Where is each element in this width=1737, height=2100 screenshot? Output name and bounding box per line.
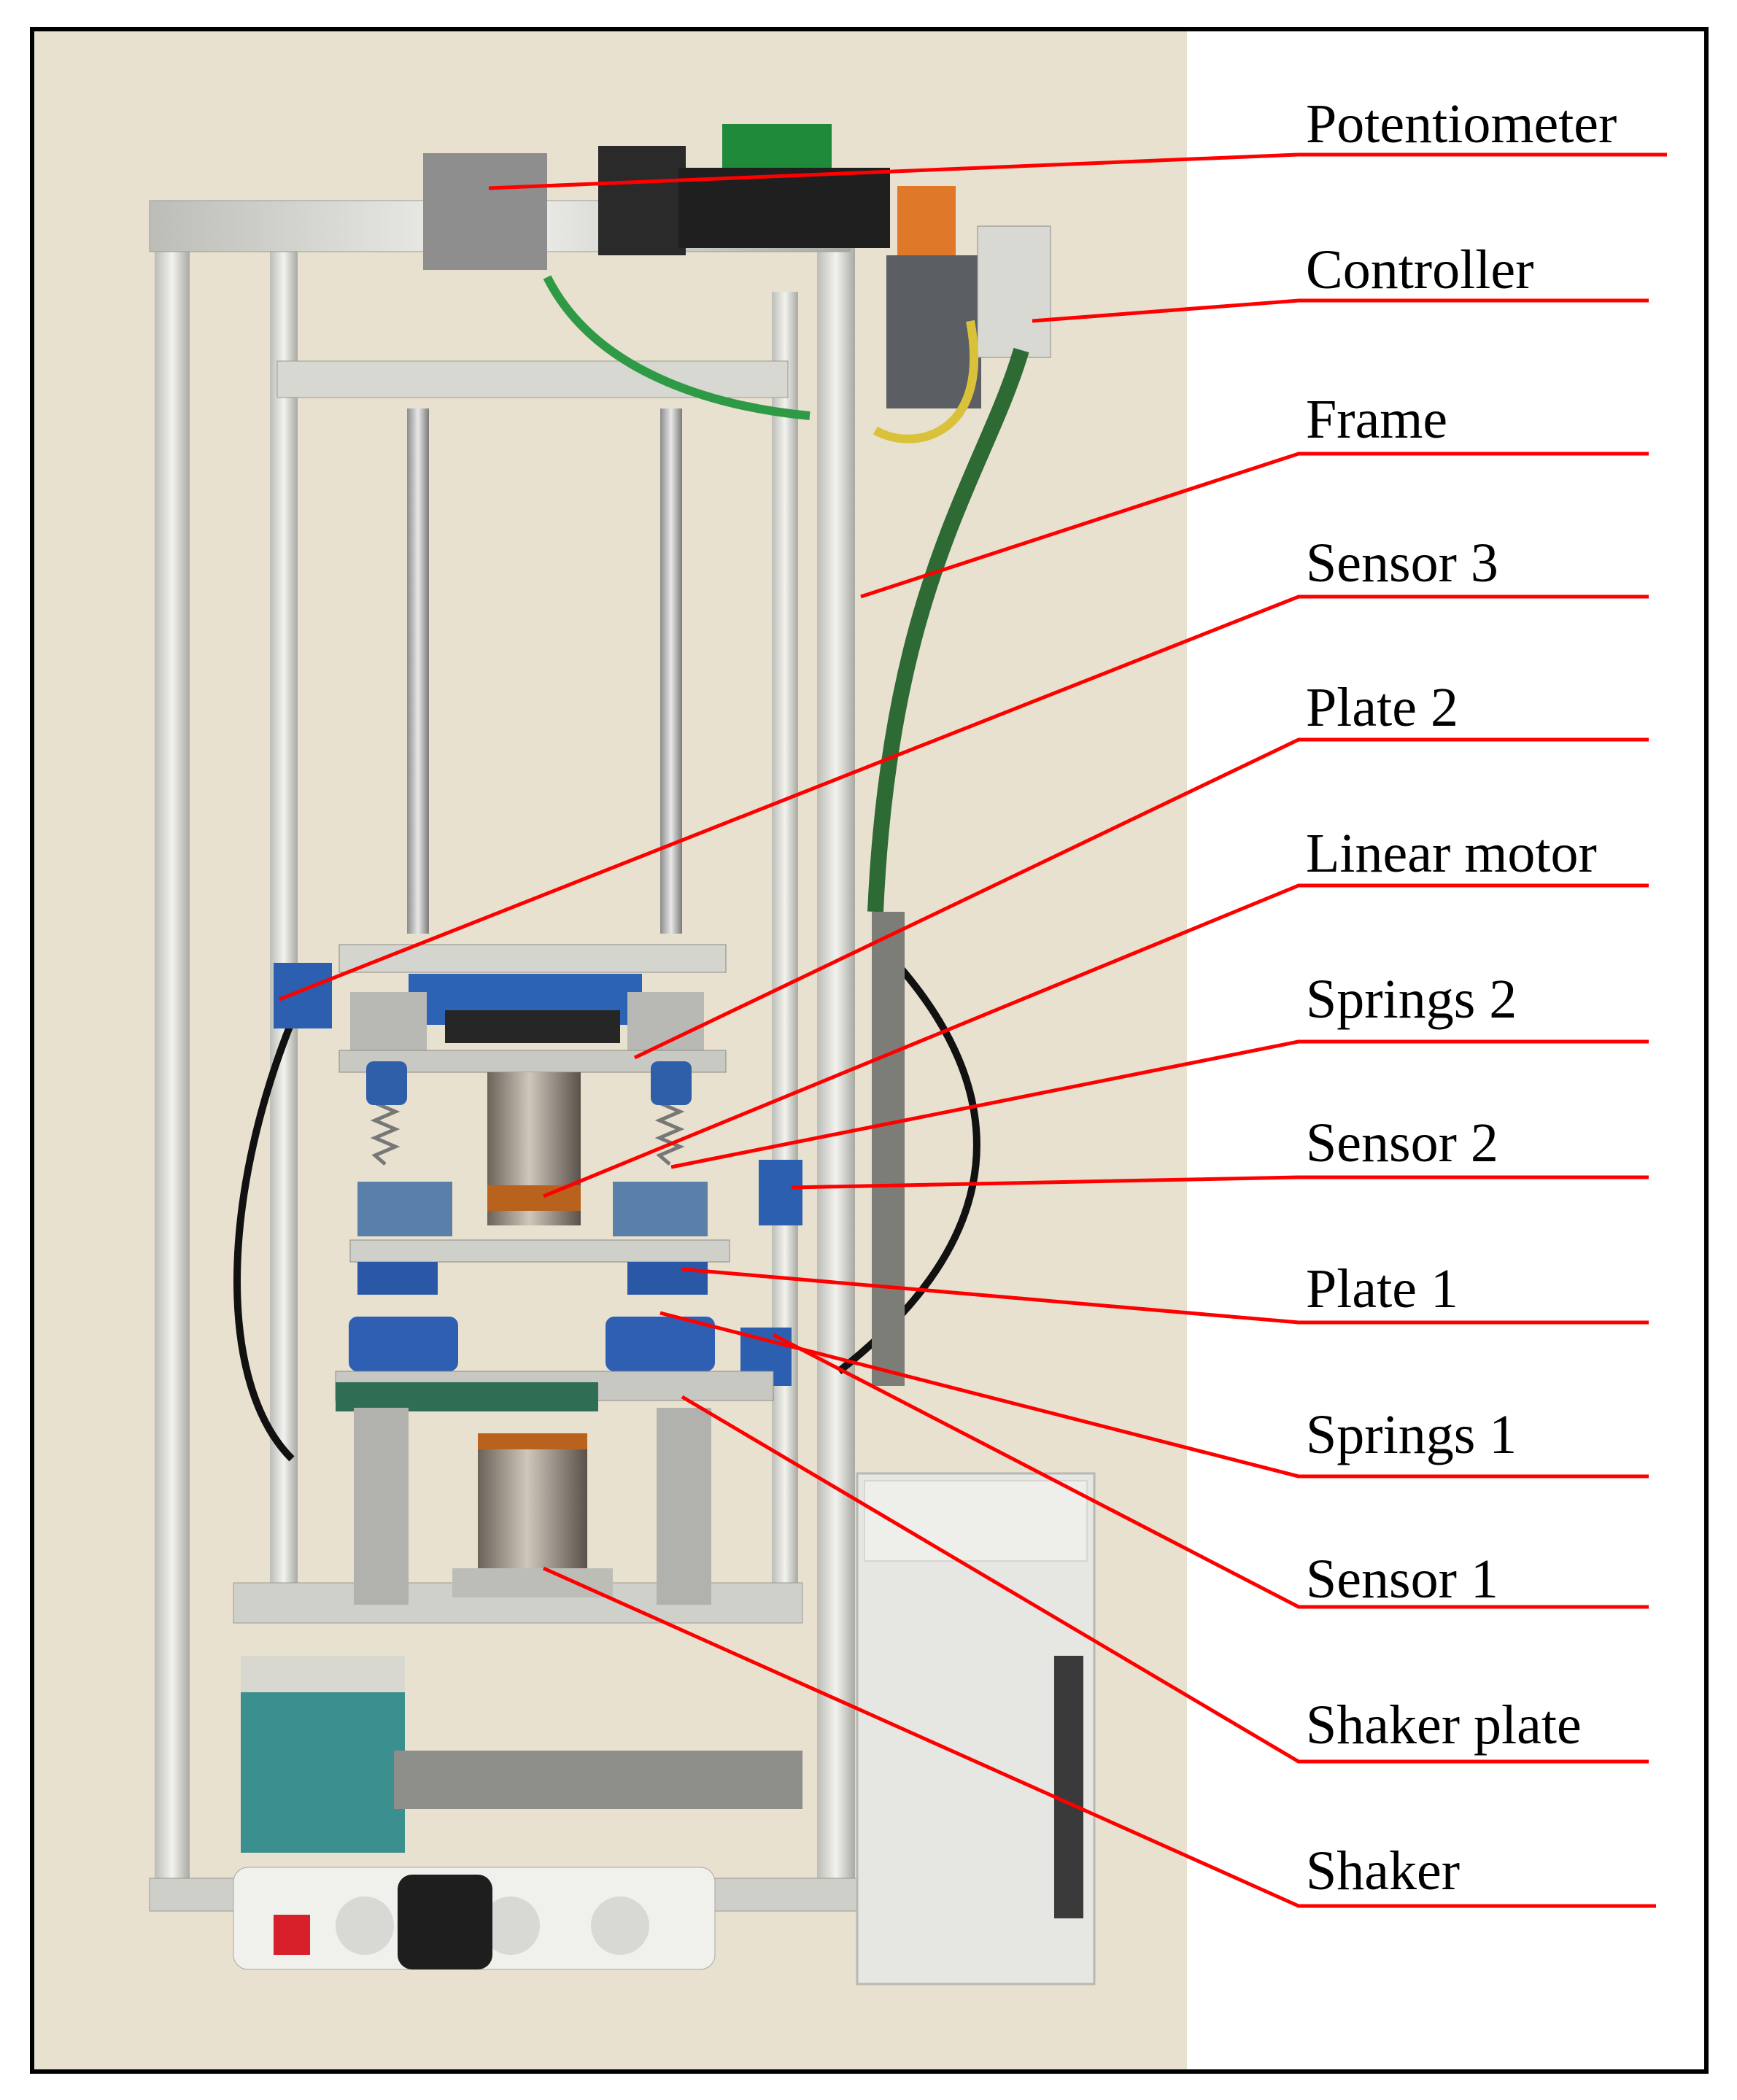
test-rig-photo	[34, 31, 1187, 2069]
socket-3	[591, 1896, 649, 1955]
leader-sensor-3	[279, 594, 1649, 1001]
label-frame: Frame	[1306, 389, 1447, 450]
leader-plate-2	[633, 737, 1649, 1060]
enclosure-window	[1054, 1656, 1083, 1918]
orange-terminals	[897, 186, 956, 266]
green-tape	[336, 1382, 598, 1411]
label-springs-1: Springs 1	[1306, 1404, 1517, 1465]
controller-module	[977, 225, 1051, 358]
leader-shaker-plate	[681, 1395, 1649, 1764]
leader-shaker	[542, 1566, 1656, 1908]
linear-motor-coil	[487, 1185, 581, 1211]
springs-1-mount-right	[606, 1317, 715, 1371]
label-plate-2: Plate 2	[1306, 677, 1458, 738]
springs-2-left	[370, 1093, 401, 1166]
green-cable	[543, 275, 811, 420]
yellow-cable	[873, 319, 979, 443]
potentiometer-body	[423, 153, 547, 270]
label-sensor-1: Sensor 1	[1306, 1549, 1498, 1610]
label-linear-motor: Linear motor	[1306, 823, 1597, 884]
terminal-rail	[394, 1751, 802, 1809]
shaker-cylinder	[478, 1441, 587, 1583]
controller-box	[886, 255, 981, 408]
leader-lines	[279, 152, 1667, 1908]
spring-cap-left	[366, 1061, 407, 1105]
label-plate-1: Plate 1	[1306, 1258, 1458, 1320]
label-shaker-plate: Shaker plate	[1306, 1694, 1582, 1756]
shaker-side-block-left	[354, 1408, 409, 1605]
plate-1-clamp-left	[357, 1182, 452, 1236]
shaker-coil	[478, 1433, 587, 1449]
wiring-bundle	[867, 347, 1029, 913]
leader-controller	[1032, 298, 1649, 323]
leader-potentiometer	[488, 152, 1667, 190]
plate-2-block-left	[350, 992, 427, 1054]
frame-right-inner-rail	[772, 292, 798, 1590]
leader-sensor-2	[791, 1175, 1649, 1190]
lead-screw-housing	[678, 168, 890, 248]
black-damper	[445, 1010, 620, 1043]
frame-left-rail	[155, 208, 190, 1907]
power-supply-top	[241, 1656, 405, 1692]
black-cable-left	[233, 1020, 295, 1462]
guide-rod-left	[407, 408, 429, 934]
shaker-base	[452, 1568, 613, 1597]
label-springs-2: Springs 2	[1306, 969, 1517, 1030]
leader-linear-motor	[543, 883, 1649, 1198]
enclosure-lid	[864, 1480, 1088, 1562]
guide-rod-right	[660, 408, 682, 934]
cable-duct	[872, 912, 905, 1386]
label-sensor-2: Sensor 2	[1306, 1112, 1498, 1174]
plate-1-blue-base-left	[357, 1262, 438, 1295]
label-sensor-3: Sensor 3	[1306, 532, 1498, 594]
plate-1	[349, 1239, 730, 1263]
springs-2-right	[654, 1093, 685, 1166]
frame-left-inner-rail	[270, 241, 298, 1583]
wall-adapter	[398, 1875, 492, 1969]
label-potentiometer: Potentiometer	[1306, 93, 1617, 155]
leader-frame	[860, 452, 1649, 599]
label-shaker: Shaker	[1306, 1840, 1460, 1902]
green-terminal-block	[722, 124, 832, 168]
springs-1-mount-left	[349, 1317, 458, 1371]
spring-cap-right	[651, 1061, 692, 1105]
plate-2-top	[338, 944, 727, 973]
plate-1-blue-base-right	[627, 1262, 708, 1295]
shaker-side-block-right	[657, 1408, 711, 1605]
leader-sensor-1	[772, 1333, 1649, 1609]
leader-plate-1	[681, 1267, 1649, 1325]
plate-1-clamp-right	[613, 1182, 708, 1236]
sensor-3-bracket	[274, 963, 332, 1028]
stepper-motor	[598, 146, 686, 255]
label-controller: Controller	[1306, 239, 1533, 301]
socket-1	[336, 1896, 394, 1955]
socket-2	[481, 1896, 540, 1955]
power-strip-switch	[274, 1915, 310, 1955]
leader-springs-1	[659, 1311, 1649, 1479]
sensor-2-bracket	[759, 1160, 802, 1225]
frame-upper-crossbar	[276, 360, 789, 398]
leader-springs-2	[670, 1039, 1649, 1169]
component-labels: Potentiometer Controller Frame Sensor 3 …	[1306, 93, 1617, 1902]
